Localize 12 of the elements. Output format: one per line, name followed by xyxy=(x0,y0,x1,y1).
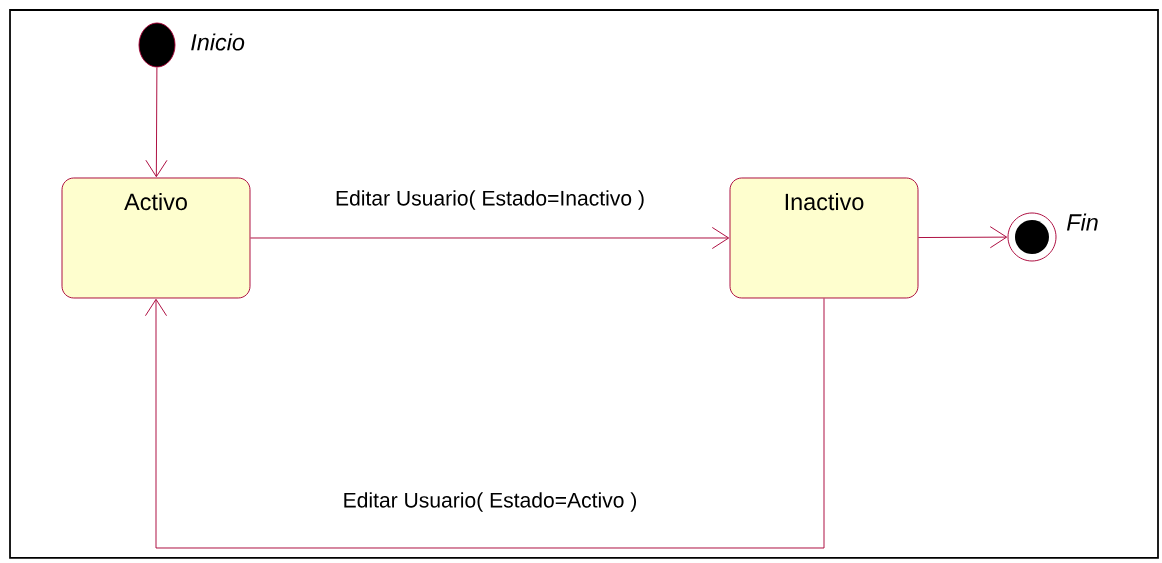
state-box: Activo xyxy=(61,177,251,299)
arrow xyxy=(250,227,730,249)
edge-label: Editar Usuario( Estado=Inactivo ) xyxy=(332,187,648,213)
final-state xyxy=(1007,212,1057,262)
state-box: Inactivo xyxy=(729,177,919,299)
arrow xyxy=(145,298,825,549)
edge-label: Editar Usuario( Estado=Activo ) xyxy=(340,489,640,515)
state-label: Inicio xyxy=(191,33,245,51)
initial-state xyxy=(138,22,176,68)
arrow xyxy=(145,67,168,178)
state-label: Fin xyxy=(1066,213,1098,231)
arrow xyxy=(918,226,1008,249)
